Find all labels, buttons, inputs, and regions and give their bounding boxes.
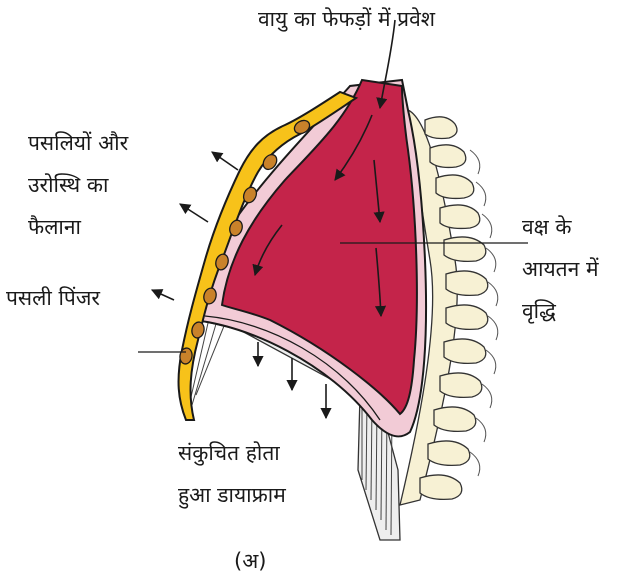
label-ribs-line-1: पसलियों और (28, 128, 128, 158)
arrow-icon (152, 290, 174, 300)
label-diaphragm-line-2: हुआ डायाफ्राम (178, 480, 286, 510)
label-volume-line-3: वृद्धि (522, 296, 556, 326)
arrow-icon (212, 152, 238, 170)
figure-caption: (अ) (234, 546, 266, 576)
arrow-icon (180, 204, 208, 222)
label-rib-cage: पसली पिंजर (6, 283, 100, 313)
label-volume-line-2: आयतन में (522, 254, 599, 284)
label-ribs-line-2: उरोस्थि का (28, 170, 108, 200)
label-diaphragm-line-1: संकुचित होता (178, 438, 280, 468)
label-volume-line-1: वक्ष के (522, 212, 572, 242)
label-ribs-line-3: फैलाना (28, 212, 81, 242)
label-air-entry: वायु का फेफड़ों में प्रवेश (258, 4, 435, 34)
